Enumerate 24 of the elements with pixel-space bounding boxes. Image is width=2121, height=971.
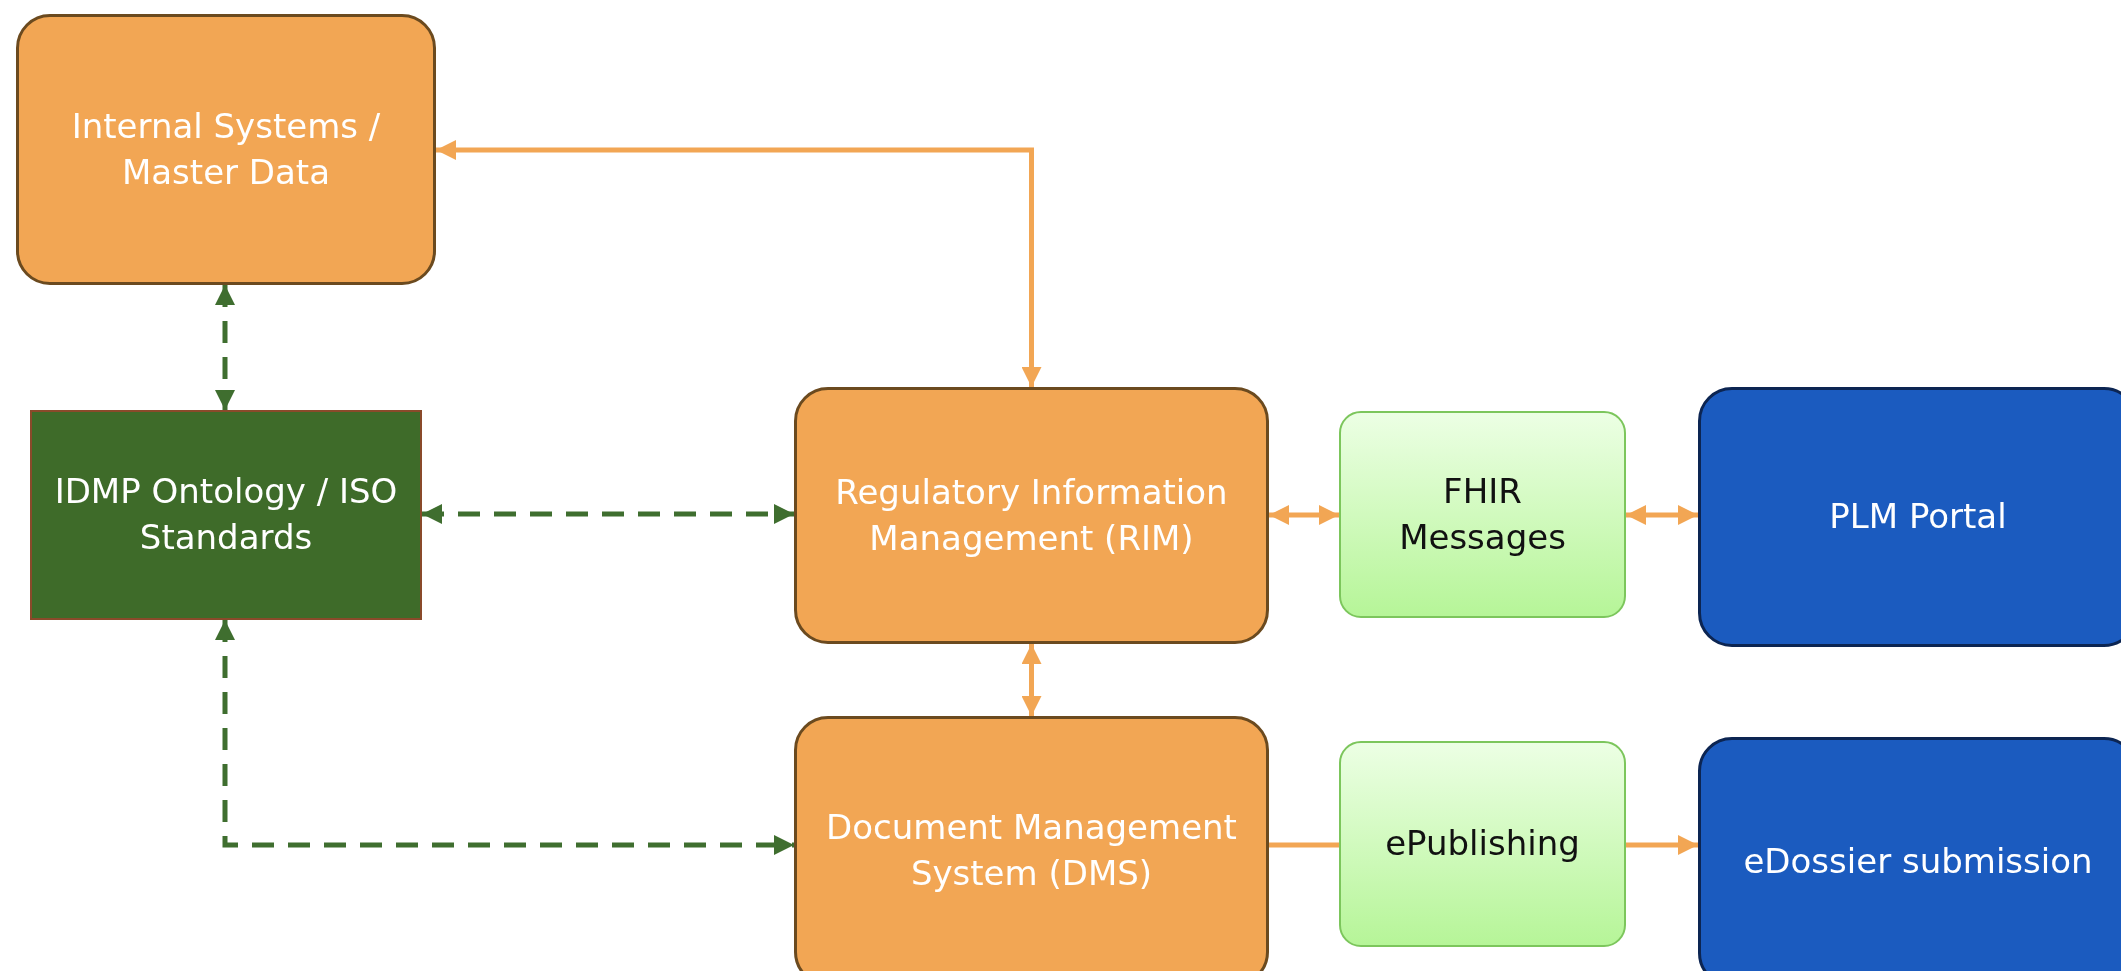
box-label: FHIR Messages bbox=[1398, 469, 1567, 559]
arrow bbox=[215, 620, 794, 855]
box-label: PLM Portal bbox=[1829, 495, 2007, 539]
process-box bbox=[16, 14, 436, 285]
arrow bbox=[1626, 505, 1698, 525]
box-label: ePublishing bbox=[1385, 822, 1580, 866]
process-box bbox=[1698, 387, 2121, 647]
process-box bbox=[1698, 737, 2121, 971]
process-box bbox=[1339, 411, 1626, 618]
process-box bbox=[794, 716, 1269, 971]
box-label: Internal Systems / Master Data bbox=[70, 104, 382, 194]
arrow bbox=[1269, 505, 1339, 525]
arrow bbox=[422, 504, 794, 524]
box-label: Regulatory Information Management (RIM) bbox=[834, 470, 1229, 560]
box-label: IDMP Ontology / ISO Standards bbox=[53, 470, 399, 559]
arrow bbox=[215, 285, 235, 410]
arrow bbox=[1021, 644, 1042, 716]
arrow bbox=[436, 140, 1042, 387]
box-label: eDossier submission bbox=[1743, 840, 2093, 884]
process-box bbox=[794, 387, 1269, 644]
box-label: Document Management System (DMS) bbox=[825, 806, 1238, 895]
process-box bbox=[30, 410, 422, 620]
arrow bbox=[1626, 835, 1698, 855]
process-box bbox=[1339, 741, 1626, 947]
